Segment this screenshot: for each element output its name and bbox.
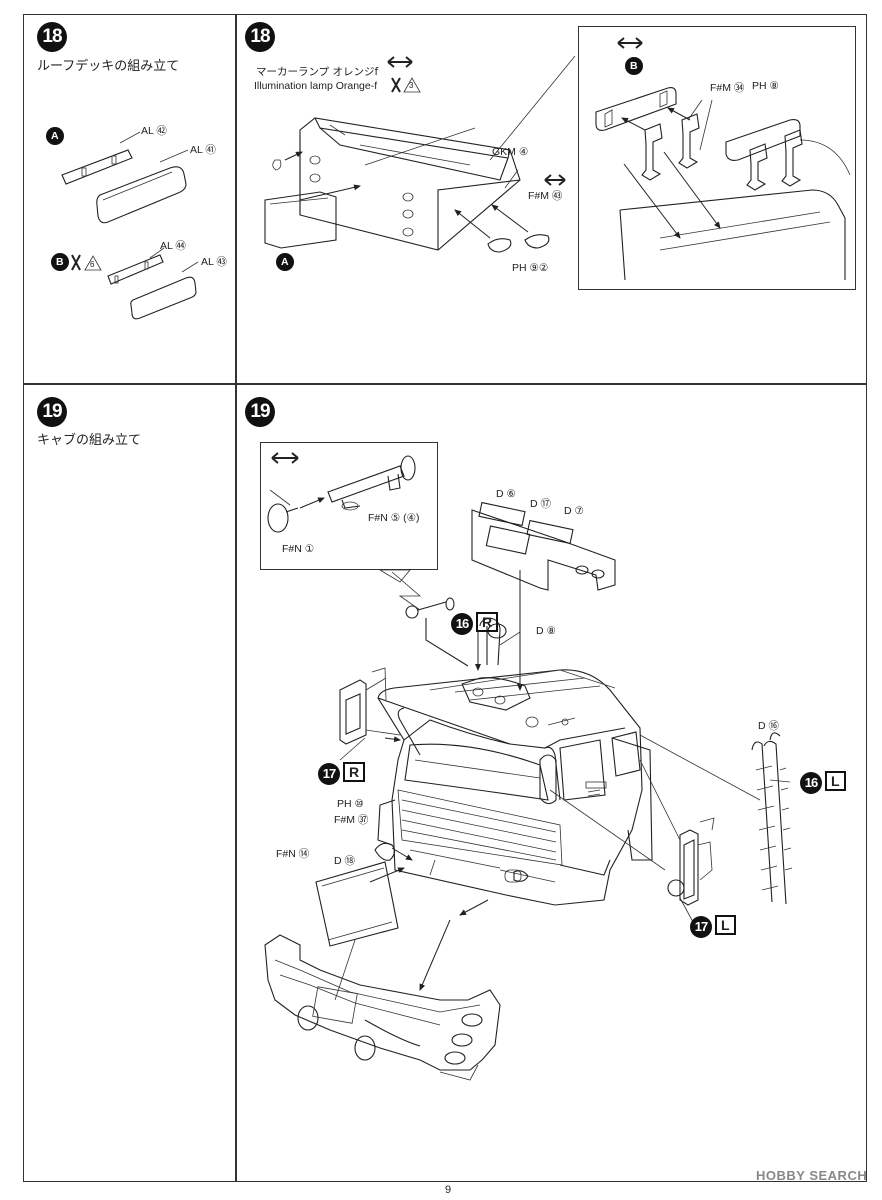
horn-drawing [267,452,416,583]
badge-b-inset: B [630,60,638,72]
label-fm34: F#M ㉞ [710,82,745,94]
badge-16-l: 16 [800,772,822,794]
label-fn5: F#N ⑤ (④) [368,512,420,524]
step-number-18-right: 18 [245,22,275,52]
badge-x6: 6 [90,260,95,269]
mirror-right-drawing [339,667,401,745]
inset-marker-lamp-drawing [595,37,851,281]
panel-step19-right [236,384,867,1182]
badge-17-l: 17 [690,916,712,938]
label-al54: AL ㊹ [160,240,186,252]
label-d18: D ⑱ [334,855,355,867]
label-d16: D ⑯ [758,720,779,732]
label-d8: D ⑧ [536,625,556,637]
badge-l-17: L [715,915,736,935]
label-marker-lamp-jp: マーカーランプ オレンジf [256,66,379,78]
page-number: 9 [445,1184,452,1196]
step-number-19-right: 19 [245,397,275,427]
badge-r-16: R [476,612,499,632]
inset-marker-lamp [578,26,856,290]
roof-horn-drawing [405,597,507,671]
step-title-18: ルーフデッキの組み立て [37,59,180,74]
badge-x3: 3 [409,81,414,90]
sun-visor-drawing [471,501,616,691]
label-d6: D ⑥ [496,488,516,500]
ladder-drawing [639,732,793,905]
label-ph92: PH ⑨② [512,262,549,274]
watermark: HOBBY SEARCH [756,1168,868,1183]
badge-a-left: A [51,130,59,142]
license-plate-drawing [315,842,436,947]
front-bumper-drawing [264,899,501,1081]
panel-step18-left [23,14,236,384]
badge-16-r: 16 [451,613,473,635]
label-ph8: PH ⑧ [752,80,779,92]
label-d17: D ⑰ [530,498,551,510]
label-fn14: F#N ⑭ [276,848,310,860]
badge-a-right: A [281,256,289,268]
mirror-left-drawing [549,759,715,906]
inset-horn [260,442,438,570]
label-al51: AL ㊶ [190,144,216,156]
label-fn1: F#N ① [282,543,315,555]
label-ph10: PH ⑩ [337,798,364,810]
label-fm67: F#M ㊲ [334,814,369,826]
label-gkm4: GKM ④ [492,146,529,158]
panel-step18-right [236,14,867,384]
roof-deck-drawing [264,55,576,271]
badge-l-16: L [825,771,846,791]
label-al53: AL ㊸ [201,256,227,268]
panel-step19-left [23,384,236,1182]
label-marker-lamp-en: Illumination lamp Orange-f [254,80,378,92]
label-d7: D ⑦ [564,505,584,517]
step-title-19: キャブの組み立て [37,433,142,448]
lamp-b-drawing [51,247,199,320]
lamp-a-drawing [46,127,189,224]
badge-17-r: 17 [318,763,340,785]
badge-b-left: B [56,256,64,268]
step-number-19: 19 [37,397,67,427]
label-al52: AL ㊷ [141,125,167,137]
step-number-18: 18 [37,22,67,52]
label-fm63: F#M ㊸ [528,190,563,202]
badge-r-17: R [343,762,366,782]
cab-body-drawing [377,669,653,906]
